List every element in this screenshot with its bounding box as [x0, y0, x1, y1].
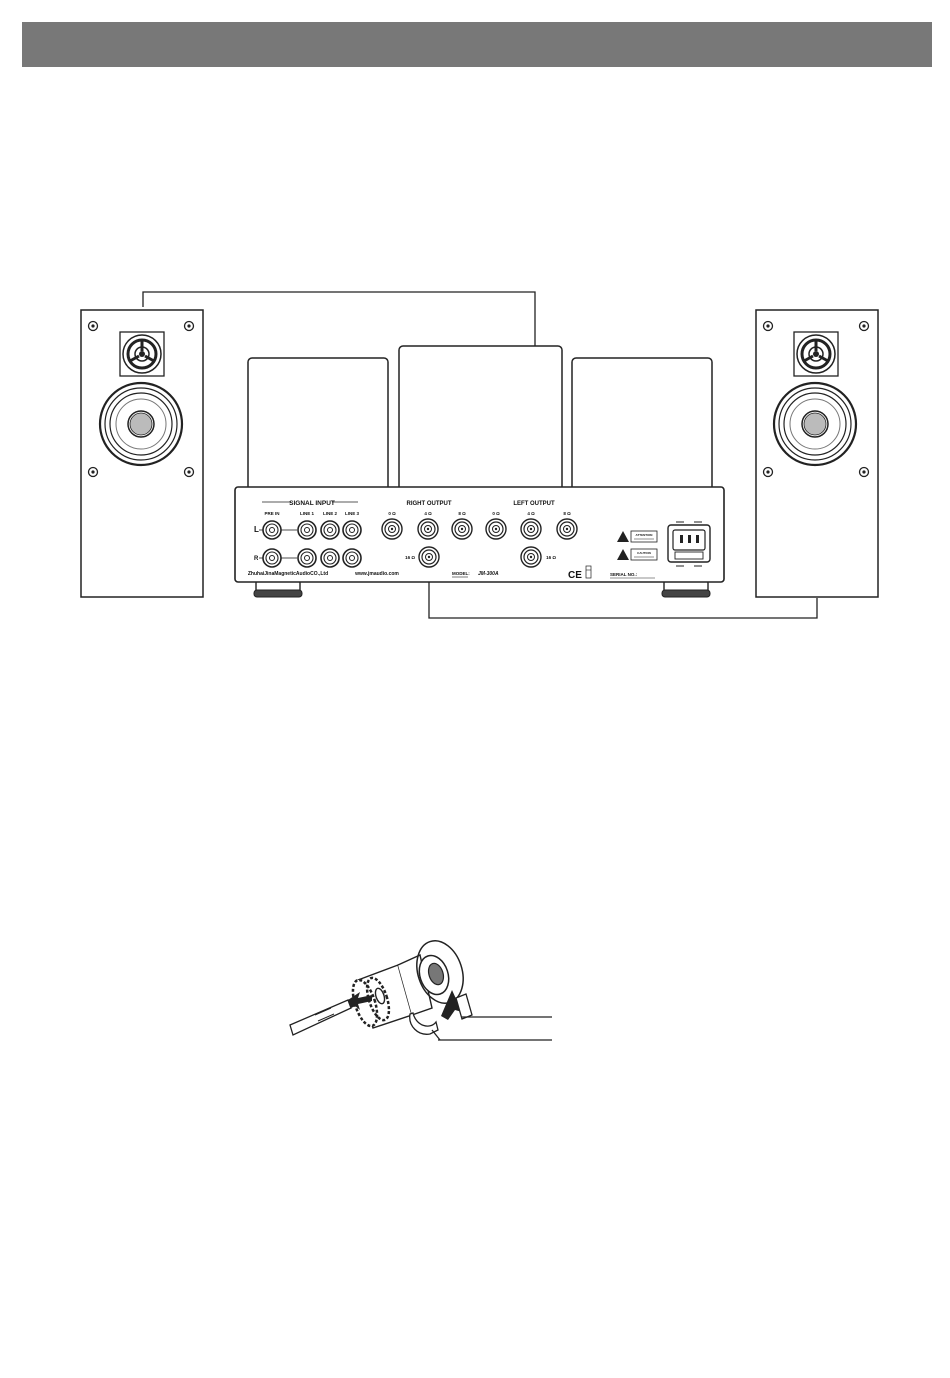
- left-output-label: LEFT OUTPUT: [513, 501, 555, 507]
- ce-mark: CE: [568, 570, 582, 581]
- channel-left-label: L: [254, 525, 259, 534]
- input-label-line1: LINE 1: [300, 511, 315, 516]
- amplifier-foot-left: [254, 581, 302, 597]
- right-terminal-label-8: 8 Ω: [458, 511, 466, 516]
- serial-label: SERIAL NO.:: [610, 572, 638, 577]
- left-terminal-label-8: 8 Ω: [563, 511, 571, 516]
- attention-label: ATTENTION: [636, 533, 653, 537]
- website-text: www.jmaudio.com: [354, 571, 399, 577]
- amplifier-foot-right: [662, 581, 710, 597]
- manufacturer-text: ZhuhaiJinaMagneticAudioCO.,Ltd: [248, 571, 328, 577]
- right-terminal-label-0: 0 Ω: [388, 511, 396, 516]
- transformer-cover-center: [399, 346, 562, 493]
- input-label-line3: LINE 3: [345, 511, 360, 516]
- transformer-cover-right: [572, 358, 712, 493]
- input-label-line2: LINE 2: [323, 511, 338, 516]
- left-terminal-label-16: 16 Ω: [546, 555, 556, 560]
- signal-input-label: SIGNAL INPUT: [289, 500, 335, 507]
- right-output-label: RIGHT OUTPUT: [407, 501, 452, 507]
- power-socket-icon: [668, 522, 710, 566]
- left-terminal-label-0: 0 Ω: [492, 511, 500, 516]
- speaker-right-icon: [756, 310, 878, 597]
- left-terminal-label-4: 4 Ω: [527, 511, 535, 516]
- right-terminal-label-16: 16 Ω: [405, 555, 415, 560]
- input-label-pre-in: PRE IN: [264, 511, 279, 516]
- model-value: JM-300A: [478, 571, 499, 577]
- transformer-cover-left: [248, 358, 388, 493]
- channel-right-label: R: [254, 556, 259, 562]
- right-terminal-label-4: 4 Ω: [424, 511, 432, 516]
- model-label: MODEL:: [452, 571, 470, 576]
- speaker-left-icon: [81, 310, 203, 597]
- caution-label: CAUTION: [637, 551, 651, 555]
